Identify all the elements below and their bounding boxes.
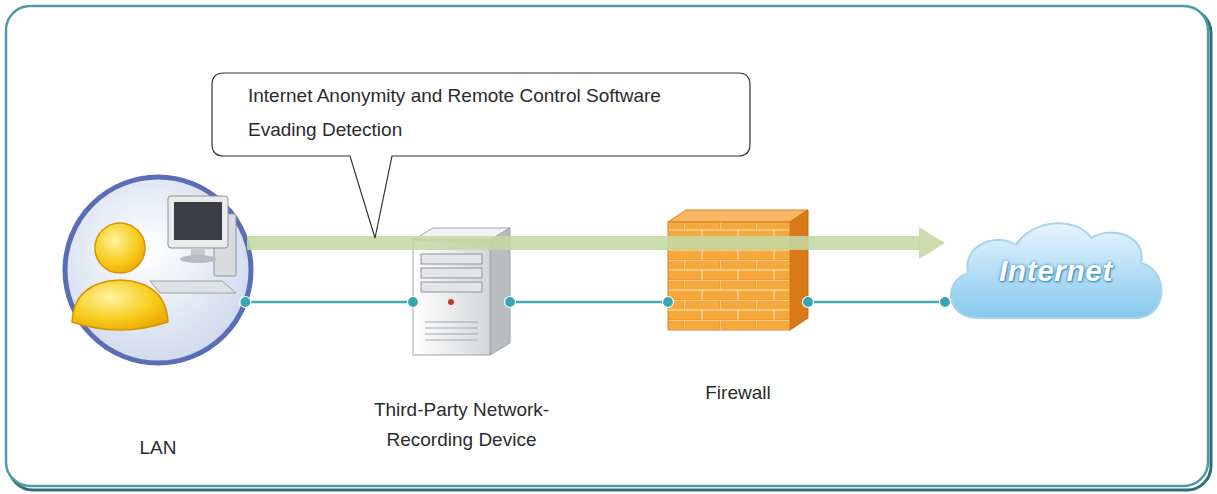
- link-line: [510, 301, 668, 304]
- recording-device: Third-Party Network-Recording Device: [413, 228, 510, 355]
- cloud-icon: [951, 223, 1162, 318]
- link-dot: [505, 297, 516, 308]
- callout-text: Internet Anonymity and Remote Control So…: [248, 79, 668, 147]
- link-line: [808, 301, 945, 304]
- text-block: LAN: [88, 436, 228, 460]
- drive-bay: [421, 282, 482, 292]
- link-dot: [240, 297, 251, 308]
- cloud-shape: [951, 223, 1162, 318]
- firewall: Firewall: [668, 210, 808, 330]
- network-link: [505, 297, 674, 308]
- stand-base: [180, 255, 216, 263]
- text-block: Internet Anonymity and Remote Control So…: [212, 73, 692, 155]
- user-body: [72, 280, 168, 330]
- monitor: [168, 196, 228, 248]
- link-line: [245, 301, 413, 304]
- flow-arrow-shaft: [247, 236, 920, 250]
- user-icon: [72, 223, 168, 330]
- server-front: [413, 240, 490, 355]
- frame: [6, 6, 1211, 490]
- text-block: Internet: [945, 222, 1167, 320]
- server-vents: [425, 322, 478, 340]
- node-label: Third-Party Network-Recording Device: [337, 395, 587, 455]
- lan-circle: [65, 177, 251, 363]
- drive-bay: [421, 268, 482, 278]
- callout-shape: [212, 73, 750, 238]
- text-block: Third-Party Network-Recording Device: [337, 395, 587, 455]
- wall-side: [790, 210, 808, 330]
- cloud-label: Internet: [999, 254, 1113, 288]
- link-dot: [408, 297, 419, 308]
- node-label: LAN: [88, 436, 228, 460]
- link-dot: [663, 297, 674, 308]
- flow-arrow: [247, 227, 945, 259]
- link-dot: [803, 297, 814, 308]
- power-light: [448, 299, 454, 305]
- computer-icon: [150, 196, 236, 293]
- node-label: Firewall: [658, 381, 818, 405]
- lan-node: LAN: [65, 177, 251, 363]
- keyboard: [150, 281, 236, 293]
- link-dot: [940, 297, 951, 308]
- network-link: [803, 297, 951, 308]
- screen: [174, 202, 222, 240]
- wall-top: [668, 210, 808, 222]
- callout-bubble: Internet Anonymity and Remote Control So…: [212, 73, 750, 156]
- internet-cloud: Internet: [945, 222, 1167, 320]
- user-head: [95, 223, 145, 273]
- lan-icon: [65, 177, 251, 363]
- text-block: Firewall: [658, 381, 818, 405]
- network-link: [240, 297, 419, 308]
- drive-bay: [421, 254, 482, 264]
- arrow-head: [919, 227, 945, 259]
- firewall-icon: [668, 210, 808, 330]
- frame-border: [6, 6, 1208, 486]
